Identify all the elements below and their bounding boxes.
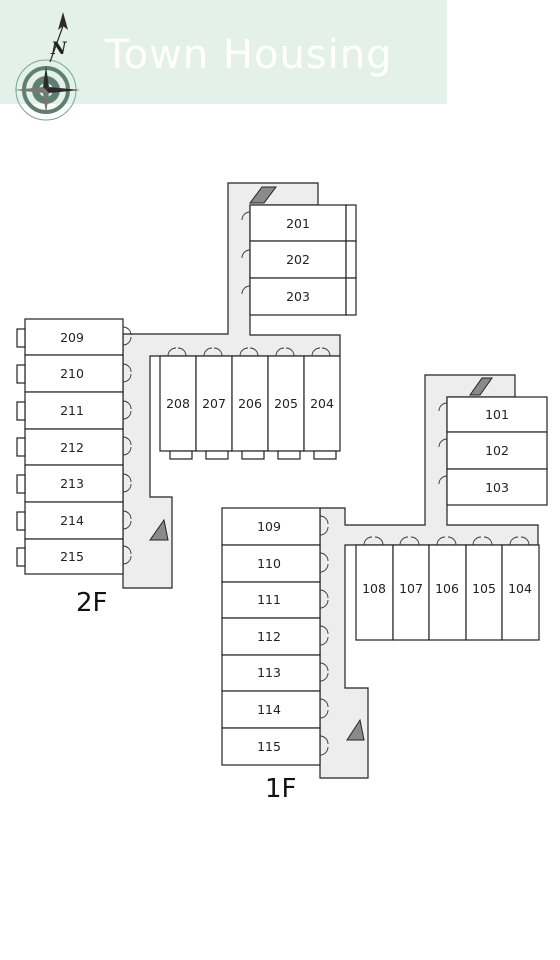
unit-110 (221, 544, 321, 583)
unit-203 (249, 277, 347, 316)
unit-111 (221, 581, 321, 619)
unit-202 (249, 240, 347, 279)
unit-label: 106 (435, 581, 459, 596)
unit-label: 212 (60, 440, 84, 455)
balcony (313, 450, 337, 460)
unit-115 (221, 727, 321, 766)
unit-label: 208 (166, 396, 190, 411)
unit-label: 110 (257, 556, 281, 571)
unit-209 (24, 318, 124, 356)
balcony (277, 450, 301, 460)
door (241, 211, 251, 295)
unit-206 (231, 355, 269, 452)
door (438, 402, 448, 485)
unit-label: 203 (286, 289, 310, 304)
balcony (169, 450, 193, 460)
balcony (345, 240, 357, 279)
unit-102 (446, 431, 548, 470)
balcony (345, 277, 357, 316)
unit-label: 111 (257, 592, 281, 607)
unit-label: 206 (238, 396, 262, 411)
door (319, 515, 329, 756)
unit-label: 205 (274, 396, 298, 411)
unit-label: 215 (60, 549, 84, 564)
units-1f-west: 109 110 111 112 113 114 115 (221, 507, 329, 766)
units-2f-north: 201 202 203 (241, 204, 357, 316)
unit-label: 104 (508, 581, 532, 596)
unit-label: 108 (362, 581, 386, 596)
door (122, 326, 132, 565)
unit-215 (24, 538, 124, 575)
stair-2f-north (249, 186, 277, 204)
unit-114 (221, 690, 321, 729)
unit-204 (303, 355, 341, 452)
balcony (16, 474, 26, 494)
unit-211 (24, 391, 124, 430)
door (167, 347, 331, 357)
unit-label: 113 (257, 665, 281, 680)
unit-112 (221, 617, 321, 656)
floor-2f: 201 202 203 208 207 206 205 204 (16, 182, 357, 618)
stair-1f-west (346, 718, 365, 741)
unit-105 (465, 544, 503, 641)
unit-104 (501, 544, 540, 641)
unit-108 (355, 544, 394, 641)
unit-label: 207 (202, 396, 226, 411)
unit-212 (24, 428, 124, 466)
balcony (345, 204, 357, 242)
unit-label: 211 (60, 403, 84, 418)
north-label: N (50, 39, 68, 59)
unit-106 (428, 544, 467, 641)
unit-label: 115 (257, 739, 281, 754)
balcony (241, 450, 265, 460)
balcony (16, 437, 26, 457)
unit-label: 112 (257, 629, 281, 644)
stair-2f-west (149, 518, 169, 541)
floor-label-2f: 2F (76, 588, 108, 618)
floor-label-1f: 1F (265, 774, 297, 804)
unit-label: 204 (310, 396, 334, 411)
unit-label: 201 (286, 216, 310, 231)
balcony (205, 450, 229, 460)
unit-103 (446, 468, 548, 506)
balcony (16, 364, 26, 384)
units-2f-middle: 208 207 206 205 204 (159, 347, 341, 460)
unit-label: 103 (485, 480, 509, 495)
unit-201 (249, 204, 347, 242)
balcony (16, 401, 26, 421)
unit-label: 213 (60, 476, 84, 491)
brand-title: Town Housing (105, 32, 393, 78)
unit-101 (446, 396, 548, 433)
balcony (16, 547, 26, 567)
compass-icon: N (14, 12, 80, 121)
header-banner: Town Housing (0, 0, 447, 104)
unit-label: 214 (60, 513, 84, 528)
unit-214 (24, 501, 124, 540)
unit-208 (159, 355, 197, 452)
unit-label: 114 (257, 702, 281, 717)
unit-label: 109 (257, 519, 281, 534)
unit-label: 107 (399, 581, 423, 596)
balcony (16, 511, 26, 531)
floor-1f: 101 102 103 108 107 106 105 104 (221, 374, 548, 804)
unit-label: 105 (472, 581, 496, 596)
unit-label: 209 (60, 330, 84, 345)
units-1f-east: 101 102 103 (438, 396, 548, 506)
balcony (16, 328, 26, 348)
unit-label: 210 (60, 366, 84, 381)
units-1f-middle: 108 107 106 105 104 (355, 536, 540, 641)
unit-label: 202 (286, 252, 310, 267)
stair-1f-east (469, 377, 493, 396)
door (363, 536, 530, 546)
unit-label: 102 (485, 443, 509, 458)
unit-label: 101 (485, 407, 509, 422)
units-2f-west: 209 210 211 212 213 214 215 (16, 318, 132, 575)
